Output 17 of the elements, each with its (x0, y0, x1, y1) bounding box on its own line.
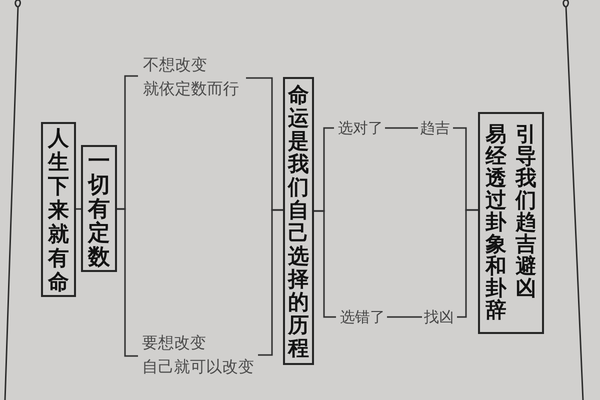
connector-line (258, 209, 283, 356)
connector-line (314, 210, 336, 318)
connector-line (76, 208, 81, 210)
text-box: 人生下来就有命 (41, 122, 76, 297)
connector-line (117, 208, 138, 357)
text-box: 命运是我们自己选择的历程 (283, 77, 314, 365)
branch-text: 找凶 (424, 307, 454, 327)
text-box: 易经透过卦象和卦辞引导我们趋吉避凶 (478, 112, 544, 334)
branch-text: 选错了 (340, 307, 385, 327)
note-text: 要想改变自己就可以改变 (142, 331, 254, 379)
text-box: 一切有定数 (81, 145, 117, 272)
connector-line (385, 127, 418, 129)
branch-text: 选对了 (338, 118, 383, 138)
connector-line (387, 316, 422, 318)
branch-text: 趋吉 (420, 118, 450, 138)
connector-line (457, 209, 478, 318)
note-text: 不想改变就依定数而行 (143, 53, 239, 101)
